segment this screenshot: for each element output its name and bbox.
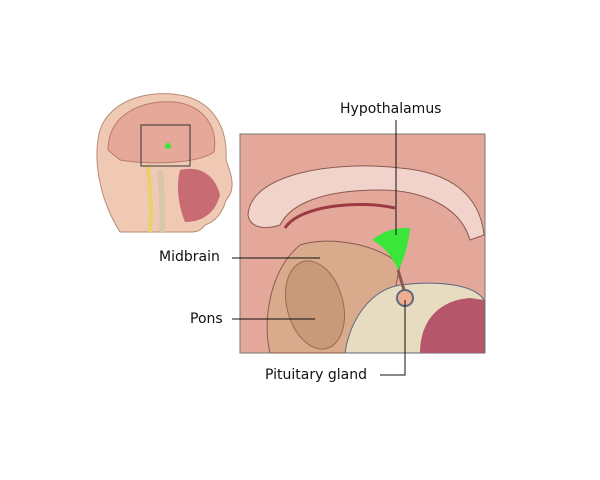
label-pons: Pons [190,311,223,327]
hypothalamus-region [372,228,410,270]
hypothalamus-marker [165,143,171,149]
label-hypothalamus: Hypothalamus [340,101,442,117]
head-overview-illustration [96,93,233,233]
pituitary-leader-line [380,300,406,376]
label-midbrain: Midbrain [159,249,220,265]
label-pituitary-gland: Pituitary gland [265,367,367,383]
zoom-region-box [140,124,191,167]
brain-section-illustration [239,133,486,354]
